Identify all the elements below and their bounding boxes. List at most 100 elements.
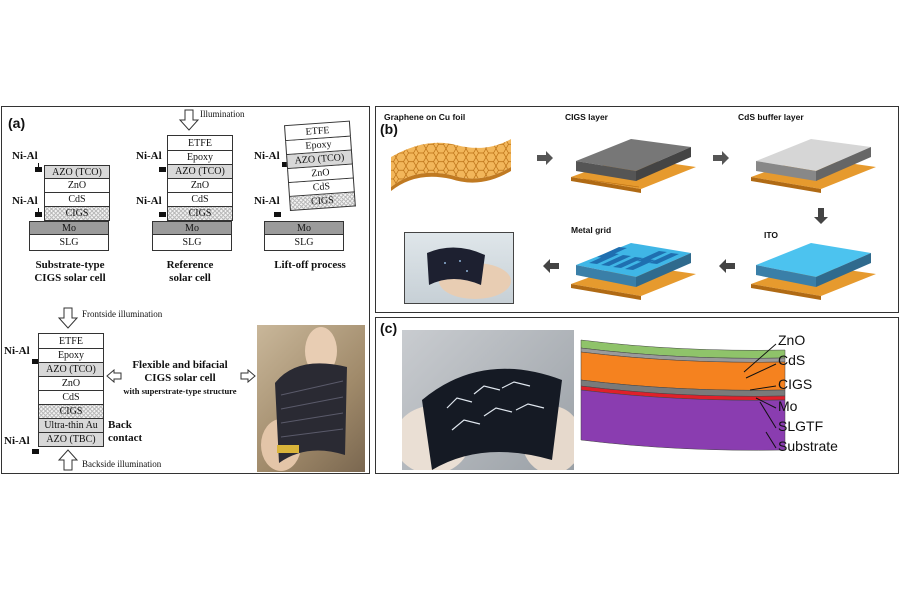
layer-label-cigs: CIGS [778, 376, 813, 392]
layer-cigs: CIGS [38, 405, 104, 419]
caption-line: CIGS solar cell [34, 272, 106, 284]
frontside-label: Frontside illumination [82, 309, 163, 319]
frontside-arrow-icon [57, 307, 79, 329]
caption-line: CIGS solar cell [144, 372, 216, 384]
liftoff-base-stack: Mo SLG [264, 221, 344, 251]
caption-line: contact [108, 432, 143, 444]
layer-zno: ZnO [167, 179, 233, 193]
layer-ultrathin-au: Ultra-thin Au [38, 419, 104, 433]
layer-label-cds: CdS [778, 352, 806, 368]
layer-mo: Mo [152, 221, 232, 235]
nial-label-liftoff-top: Ni-Al [254, 150, 280, 162]
layer-epoxy: Epoxy [38, 349, 104, 363]
layer-label-mo: Mo [778, 398, 798, 414]
bent-cell-photo [402, 330, 574, 470]
panel-c-label: (c) [380, 320, 398, 336]
arrow-down-icon [814, 208, 828, 224]
cds-layer-icon [751, 139, 876, 193]
layer-epoxy: Epoxy [167, 151, 233, 165]
caption-line: with superstrate-type structure [123, 386, 237, 396]
layer-azo: AZO (TCO) [38, 363, 104, 377]
leader-lines [743, 343, 777, 449]
layer-mo: Mo [29, 221, 109, 235]
arrow-right-icon [537, 151, 553, 165]
substrate-caption: Substrate-type CIGS solar cell [20, 259, 120, 285]
left-arrow-icon [106, 369, 122, 383]
bifacial-cell-stack: ETFE Epoxy AZO (TCO) ZnO CdS CIGS Ultra-… [38, 333, 104, 447]
reference-caption: Reference solar cell [150, 259, 230, 285]
caption-line: solar cell [169, 272, 211, 284]
reference-cell-stack: ETFE Epoxy AZO (TCO) ZnO CdS CIGS [167, 135, 233, 221]
curved-layer-schematic [580, 339, 786, 451]
layer-etfe: ETFE [38, 333, 104, 349]
panel-a: (a) Ni-Al Ni-Al AZO (TCO) ZnO CdS CIGS M… [1, 106, 370, 474]
caption-line: Substrate-type [35, 259, 105, 271]
nial-label-bifacial-bottom: Ni-Al [4, 435, 30, 447]
substrate-cell-stack: AZO (TCO) ZnO CdS CIGS [44, 165, 110, 221]
step-graphene-label: Graphene on Cu foil [384, 112, 466, 122]
nial-contact [35, 167, 42, 172]
nial-contact [32, 449, 39, 454]
nial-contact [32, 359, 39, 364]
backside-label: Backside illumination [82, 459, 162, 469]
device-photo [404, 232, 514, 304]
nial-label-liftoff-bottom: Ni-Al [254, 195, 280, 207]
panel-b: (b) Graphene on Cu foil CIGS layer CdS b… [375, 106, 899, 313]
nial-contact [159, 167, 166, 172]
arrow-left-icon [719, 259, 735, 273]
layer-cigs: CIGS [44, 207, 110, 221]
caption-line: Reference [166, 259, 214, 271]
panel-c: (c) [375, 317, 899, 474]
step-ito-label: ITO [764, 230, 779, 240]
nial-contact [274, 212, 281, 217]
nial-wire [38, 208, 39, 215]
flexible-cell-photo [257, 325, 365, 472]
nial-contact [282, 162, 289, 167]
back-contact-label: Back contact [108, 419, 148, 445]
ito-layer-icon [751, 243, 876, 300]
graphene-foil-icon [391, 139, 511, 191]
liftoff-caption: Lift-off process [274, 259, 346, 271]
illumination-label: Illumination [200, 109, 245, 119]
layer-label-slgtf: SLGTF [778, 418, 824, 434]
step-metal-grid-label: Metal grid [571, 225, 612, 235]
backside-arrow-icon [57, 449, 79, 471]
liftoff-cell-stack: ETFE Epoxy AZO (TCO) ZnO CdS CIGS [284, 120, 356, 211]
nial-label-bifacial-top: Ni-Al [4, 345, 30, 357]
layer-etfe: ETFE [167, 135, 233, 151]
cigs-layer-icon [571, 139, 696, 193]
layer-azo-tbc: AZO (TBC) [38, 433, 104, 447]
layer-label-zno: ZnO [778, 332, 806, 348]
layer-slg: SLG [29, 235, 109, 251]
caption-line: Back [108, 419, 132, 431]
layer-zno: ZnO [44, 179, 110, 193]
nial-label-ref-top: Ni-Al [136, 150, 162, 162]
layer-mo: Mo [264, 221, 344, 235]
step-cds-label: CdS buffer layer [738, 112, 804, 122]
layer-slg: SLG [152, 235, 232, 251]
reference-base-stack: Mo SLG [152, 221, 232, 251]
layer-azo: AZO (TCO) [167, 165, 233, 179]
layer-cds: CdS [167, 193, 233, 207]
layer-cds: CdS [38, 391, 104, 405]
nial-contact [35, 212, 42, 217]
metal-grid-icon [571, 243, 696, 300]
nial-label-ref-bottom: Ni-Al [136, 195, 162, 207]
caption-line: Flexible and bifacial [132, 359, 228, 371]
nial-wire [38, 163, 39, 170]
arrow-left-icon [543, 259, 559, 273]
panel-a-label: (a) [8, 115, 26, 131]
nial-label-bottom: Ni-Al [12, 195, 38, 207]
layer-slg: SLG [264, 235, 344, 251]
arrow-right-icon [713, 151, 729, 165]
layer-azo: AZO (TCO) [44, 165, 110, 179]
nial-contact [159, 212, 166, 217]
nial-label-top: Ni-Al [12, 150, 38, 162]
step-cigs-label: CIGS layer [565, 112, 608, 122]
panel-b-label: (b) [380, 121, 398, 137]
layer-cigs: CIGS [167, 207, 233, 221]
layer-label-substrate: Substrate [778, 438, 838, 454]
layer-cds: CdS [44, 193, 110, 207]
right-arrow-icon [240, 369, 256, 383]
bifacial-title: Flexible and bifacial CIGS solar cell wi… [120, 359, 240, 398]
